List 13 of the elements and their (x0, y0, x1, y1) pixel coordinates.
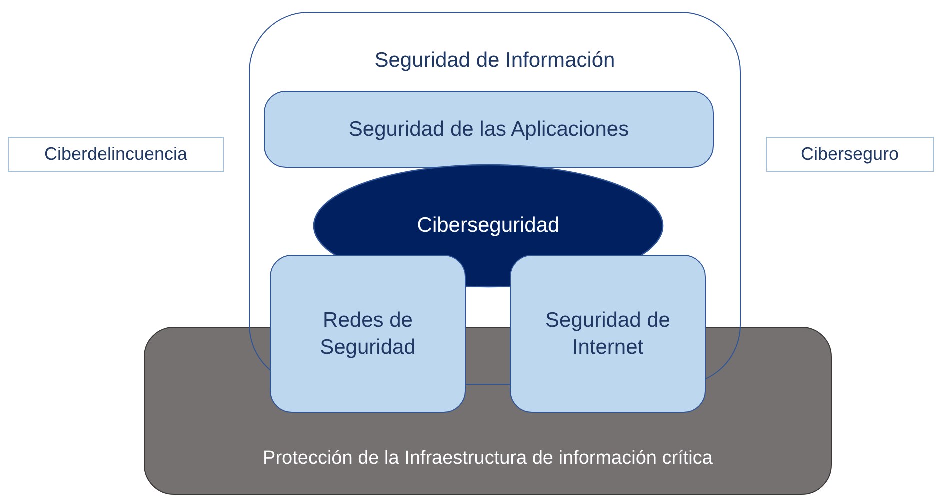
panel-title: Seguridad de Información (374, 48, 616, 74)
box-label: Seguridad de Internet (544, 308, 672, 361)
box-label: Seguridad de las Aplicaciones (348, 116, 630, 143)
rounded-box (510, 255, 706, 413)
box-label: Redes de Seguridad (319, 308, 417, 361)
box-label: Ciberseguro (800, 142, 900, 166)
text-box (8, 137, 224, 172)
box-label: Ciberdelincuencia (44, 142, 188, 166)
ellipse-label: Ciberseguridad (417, 213, 560, 240)
text-box (766, 137, 934, 172)
band-label: Protección de la Infraestructura de información crítica (263, 447, 713, 472)
rounded-box (270, 255, 466, 413)
rounded-box (264, 91, 714, 168)
